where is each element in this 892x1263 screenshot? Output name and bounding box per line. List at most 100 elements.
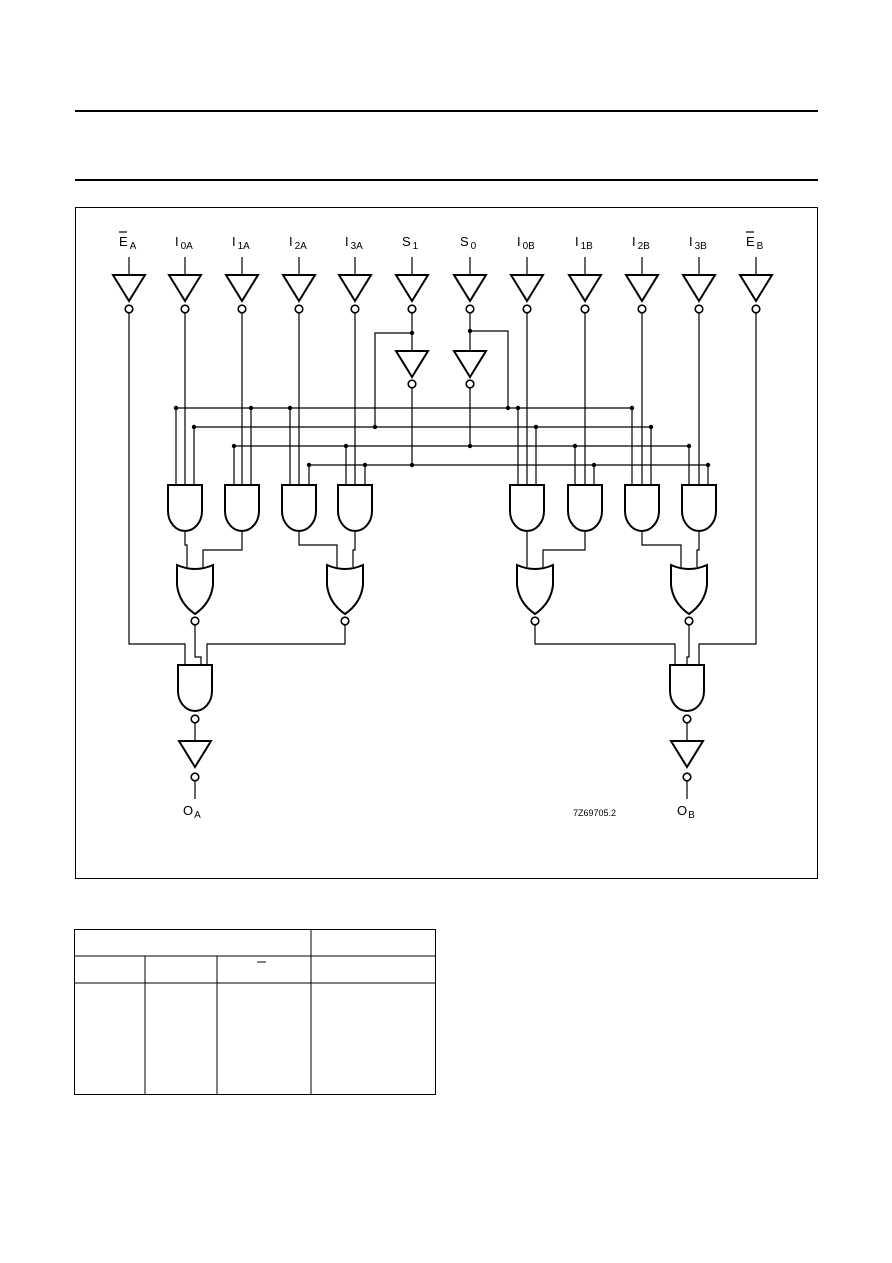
input-label-sub: 1 xyxy=(413,241,419,252)
wires xyxy=(128,257,757,799)
input-inverter-bubble xyxy=(580,304,590,314)
wire xyxy=(184,532,188,567)
input-label-sub: 1B xyxy=(581,241,594,252)
input-inverter-bubble xyxy=(751,304,761,314)
or-gate xyxy=(516,563,554,616)
junction-dot xyxy=(362,462,368,468)
wire xyxy=(686,625,690,665)
input-label-main: E xyxy=(119,234,128,249)
input-inverter-bubble xyxy=(350,304,360,314)
junction-dot xyxy=(686,443,692,449)
wire xyxy=(202,532,243,567)
wire xyxy=(352,532,356,567)
input-inverter-bubble xyxy=(694,304,704,314)
junction-dot xyxy=(409,330,415,336)
junction-dot xyxy=(533,424,539,430)
input-buffer xyxy=(738,274,774,303)
junction-dot xyxy=(705,462,711,468)
input-buffer xyxy=(567,274,603,303)
and-gate xyxy=(167,484,203,532)
input-buffer xyxy=(337,274,373,303)
output-inverter-a xyxy=(177,740,213,769)
input-buffer xyxy=(624,274,660,303)
junction-dot xyxy=(515,405,521,411)
input-buffer xyxy=(394,274,430,303)
junction-dot xyxy=(306,462,312,468)
input-label-sub: 0A xyxy=(181,241,194,252)
input-inverter-bubble xyxy=(124,304,134,314)
input-inverter-bubble xyxy=(637,304,647,314)
output-label-sub: B xyxy=(688,810,695,821)
input-inverter-bubble xyxy=(522,304,532,314)
input-label-main: I xyxy=(575,234,579,249)
wire xyxy=(128,313,186,665)
diagram-frame xyxy=(75,207,818,879)
select-inverter-s1-bubble xyxy=(407,379,417,389)
top-rule xyxy=(75,110,818,112)
wire xyxy=(641,532,682,567)
wire xyxy=(534,625,676,665)
wire xyxy=(469,313,509,408)
and-gate xyxy=(281,484,317,532)
and-gate xyxy=(681,484,717,532)
or-gate-bubble xyxy=(190,616,200,626)
output-label: OA xyxy=(183,803,201,821)
wire xyxy=(696,532,700,567)
input-label-sub: 0 xyxy=(471,241,477,252)
and-gate xyxy=(337,484,373,532)
junction-dot xyxy=(467,328,473,334)
and-gate xyxy=(567,484,603,532)
input-inverter-bubble xyxy=(237,304,247,314)
junction-dot xyxy=(343,443,349,449)
select-inverter-s0-bubble xyxy=(465,379,475,389)
input-label-main: I xyxy=(689,234,693,249)
input-inverter-bubble xyxy=(180,304,190,314)
output-and-bubble-b xyxy=(682,714,692,724)
output-inverter-b xyxy=(669,740,705,769)
junction-dot xyxy=(372,424,378,430)
and-gate xyxy=(509,484,545,532)
wire xyxy=(194,625,202,665)
wire xyxy=(206,625,346,665)
wire xyxy=(374,313,413,427)
output-label-main: O xyxy=(183,803,193,818)
select-inverter-s0 xyxy=(452,350,488,379)
or-gate-bubble xyxy=(340,616,350,626)
output-inverter-bubble-a xyxy=(190,772,200,782)
output-label: OB xyxy=(677,803,695,821)
function-table xyxy=(74,929,436,1095)
input-label-sub: 2A xyxy=(295,241,308,252)
input-buffer xyxy=(224,274,260,303)
junction-dot xyxy=(409,462,415,468)
input-label-main: I xyxy=(632,234,636,249)
input-inverter-bubble xyxy=(407,304,417,314)
or-gate xyxy=(326,563,364,616)
and-gate xyxy=(624,484,660,532)
junction-dot xyxy=(505,405,511,411)
or-gate xyxy=(670,563,708,616)
input-label-sub: 2B xyxy=(638,241,651,252)
input-label-main: S xyxy=(402,234,411,249)
junction-dot xyxy=(591,462,597,468)
input-label-main: E xyxy=(746,234,755,249)
junction-dot xyxy=(572,443,578,449)
and-gate xyxy=(224,484,260,532)
or-gate-bubble xyxy=(684,616,694,626)
input-label-main: I xyxy=(289,234,293,249)
input-label-sub: 0B xyxy=(523,241,536,252)
input-label-sub: B xyxy=(757,241,764,252)
input-inverter-bubble xyxy=(294,304,304,314)
junction-dot xyxy=(191,424,197,430)
